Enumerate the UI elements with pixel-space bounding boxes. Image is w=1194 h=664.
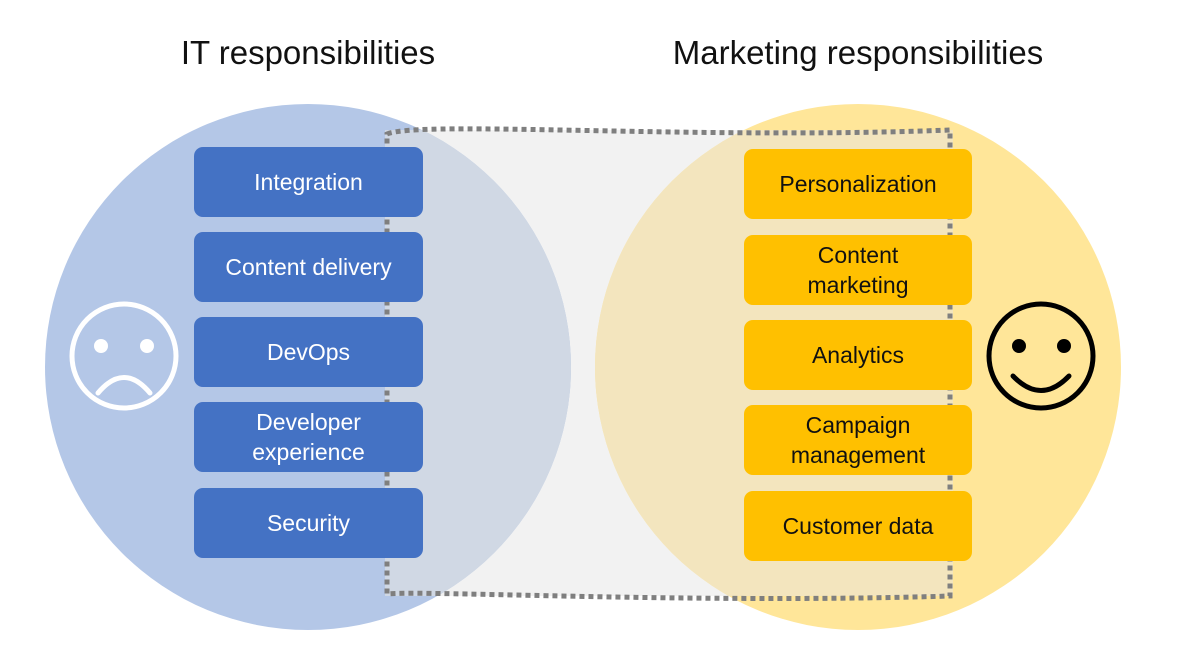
marketing-heading: Marketing responsibilities (672, 34, 1044, 71)
it-item-security: Security (194, 488, 423, 558)
marketing-item-label: Personalization (779, 171, 937, 197)
marketing-item-label: Content marketing (807, 242, 909, 298)
it-heading: IT responsibilities (180, 34, 436, 71)
marketing-item-customer-data: Customer data (744, 491, 972, 561)
marketing-item-label: Campaign management (790, 412, 926, 468)
it-item-content-delivery: Content delivery (194, 232, 423, 302)
it-item-developer-experience: Developer experience (194, 402, 423, 472)
marketing-item-personalization: Personalization (744, 149, 972, 219)
shared-boundary-dotted (384, 126, 953, 601)
marketing-item-label: Customer data (782, 513, 934, 539)
marketing-item-label: Analytics (811, 342, 905, 368)
marketing-item-campaign-management: Campaign management (744, 405, 972, 475)
happy-face-icon (986, 301, 1096, 411)
sad-face-icon (69, 301, 179, 411)
it-item-label: Security (266, 510, 351, 536)
it-item-label: Developer experience (252, 409, 365, 465)
it-item-devops: DevOps (194, 317, 423, 387)
marketing-item-analytics: Analytics (744, 320, 972, 390)
it-item-label: Integration (254, 169, 363, 195)
it-item-label: Content delivery (225, 254, 392, 280)
marketing-item-content-marketing: Content marketing (744, 235, 972, 305)
it-item-label: DevOps (266, 339, 351, 365)
it-item-integration: Integration (194, 147, 423, 217)
